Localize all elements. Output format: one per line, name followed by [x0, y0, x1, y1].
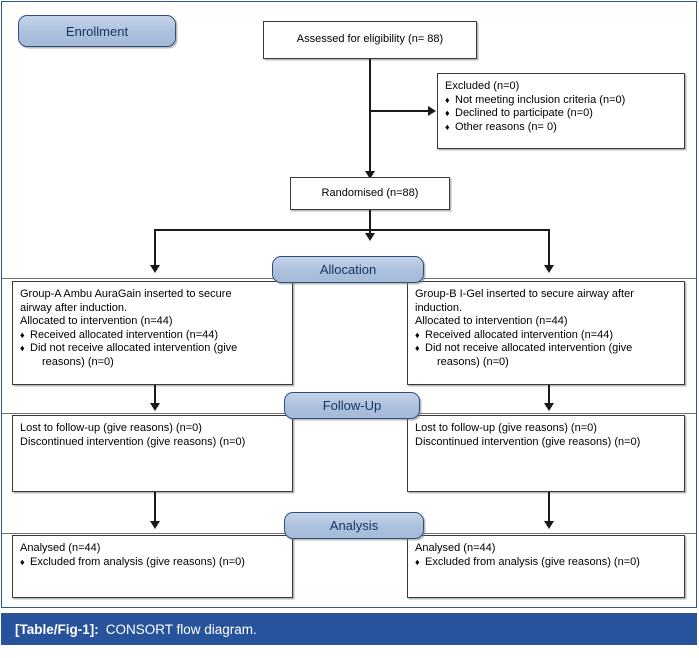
allocation-left-bullet2-b: reasons) (n=0) [42, 355, 114, 368]
allocation-right-line3: Allocated to intervention (n=44) [415, 315, 568, 327]
followup-right-line1: Lost to follow-up (give reasons) (n=0) [415, 422, 597, 434]
arrowhead-allocation-right [544, 265, 554, 273]
stage-tab-followup: Follow-Up [284, 392, 420, 419]
connector-analysis-left [154, 492, 156, 524]
analysis-right-box: Analysed (n=44) ♦ Excluded from analysis … [407, 535, 685, 598]
bullet-icon: ♦ [445, 108, 450, 118]
allocation-right-bullet2-a: Did not receive allocated intervention (… [425, 342, 633, 354]
arrowhead-analysis-right [544, 521, 554, 529]
connector-randomised-down [369, 210, 371, 237]
bullet-icon: ♦ [20, 329, 25, 340]
list-item: ♦ Declined to participate (n=0) [445, 107, 677, 121]
arrowhead-to-excluded [428, 106, 436, 116]
allocation-right-bullet1: Received allocated intervention (n=44) [425, 328, 614, 341]
list-item: ♦ Other reasons (n= 0) [445, 121, 677, 135]
stage-tab-enrollment-label: Enrollment [65, 23, 129, 39]
allocation-left-line2: airway after induction. [20, 301, 127, 314]
arrowhead-randomised-down [365, 233, 375, 241]
connector-assessed-to-randomised [369, 59, 371, 175]
allocation-right-bullet2-b: reasons) (n=0) [437, 355, 509, 368]
connector-analysis-right [548, 492, 550, 524]
stage-tab-allocation-label: Allocation [319, 262, 377, 277]
excluded-reason-list: ♦ Not meeting inclusion criteria (n=0) ♦ D… [445, 94, 677, 135]
bullet-icon: ♦ [445, 94, 450, 105]
list-item: ♦ Excluded from analysis (give reasons) (… [20, 556, 285, 570]
assessed-for-eligibility-box: Assessed for eligibility (n= 88) [263, 21, 477, 59]
excluded-box: Excluded (n=0) ♦ Not meeting inclusion cr… [437, 73, 685, 149]
stage-tab-analysis: Analysis [284, 512, 424, 539]
bullet-icon: ♦ [415, 556, 420, 567]
list-item: ♦ Received allocated intervention (n=44) [20, 329, 285, 343]
stage-tab-followup-label: Follow-Up [322, 398, 382, 413]
connector-to-excluded [370, 110, 430, 112]
followup-right-box: Lost to follow-up (give reasons) (n=0) D… [407, 415, 685, 492]
analysis-left-box: Analysed (n=44) ♦ Excluded from analysis … [12, 535, 293, 598]
allocation-left-list: ♦Received allocated intervention (n=44) … [20, 329, 285, 370]
analysis-left-line1: Analysed (n=44) [20, 542, 101, 554]
excluded-reason-1: Not meeting inclusion criteria (n=0) [455, 93, 626, 106]
followup-left-box: Lost to follow-up (give reasons) (n=0) D… [12, 415, 293, 492]
allocation-left-line1: Group-A Ambu AuraGain inserted to secure [20, 288, 232, 300]
stage-tab-allocation: Allocation [272, 256, 424, 283]
allocation-branch-right [548, 229, 550, 269]
figure-caption-text: CONSORT flow diagram. [105, 621, 257, 637]
excluded-reason-3: Other reasons (n= 0) [455, 120, 557, 133]
randomised-box: Randomised (n=88) [290, 177, 450, 210]
allocation-split-bar [155, 229, 549, 231]
connector-followup-right [548, 385, 550, 407]
allocation-right-box: Group-B I-Gel inserted to secure airway … [407, 281, 685, 385]
excluded-title: Excluded (n=0) [445, 80, 520, 92]
arrowhead-followup-right [544, 403, 554, 411]
followup-right-line2: Discontinued intervention (give reasons)… [415, 435, 641, 448]
figure-caption-bar: [Table/Fig-1]: CONSORT flow diagram. [1, 613, 697, 645]
arrowhead-analysis-left [150, 521, 160, 529]
randomised-text: Randomised (n=88) [321, 186, 419, 199]
list-item: ♦ Received allocated intervention (n=44) [415, 329, 677, 343]
allocation-left-line3: Allocated to intervention (n=44) [20, 315, 173, 327]
allocation-right-list: ♦Received allocated intervention (n=44) … [415, 329, 677, 370]
stage-tab-analysis-label: Analysis [329, 518, 379, 533]
arrowhead-allocation-left [150, 265, 160, 273]
allocation-left-bullet2-a: Did not receive allocated intervention (… [30, 342, 238, 354]
list-item: ♦ Excluded from analysis (give reasons) (… [415, 556, 677, 570]
bullet-icon: ♦ [415, 329, 420, 340]
list-item: ♦ Not meeting inclusion criteria (n=0) [445, 94, 677, 108]
bullet-icon: ♦ [20, 556, 25, 567]
analysis-right-bullet1: Excluded from analysis (give reasons) (n… [425, 555, 640, 568]
allocation-branch-left [154, 229, 156, 269]
assessed-for-eligibility-text: Assessed for eligibility (n= 88) [296, 33, 444, 46]
analysis-left-list: ♦ Excluded from analysis (give reasons) (… [20, 556, 285, 570]
allocation-right-line2: induction. [415, 301, 463, 314]
arrowhead-followup-left [150, 403, 160, 411]
followup-left-line1: Lost to follow-up (give reasons) (n=0) [20, 422, 202, 434]
followup-left-line2: Discontinued intervention (give reasons)… [20, 435, 246, 448]
analysis-right-line1: Analysed (n=44) [415, 542, 496, 554]
connector-followup-left [154, 385, 156, 407]
bullet-icon: ♦ [20, 343, 25, 353]
list-item: ♦ Did not receive allocated intervention … [415, 342, 677, 369]
allocation-left-box: Group-A Ambu AuraGain inserted to secure… [12, 281, 293, 385]
stage-tab-enrollment: Enrollment [18, 15, 176, 47]
arrowhead-assessed-to-randomised [365, 171, 375, 179]
allocation-left-bullet1: Received allocated intervention (n=44) [30, 328, 219, 341]
excluded-reason-2: Declined to participate (n=0) [455, 107, 593, 119]
bullet-icon: ♦ [445, 121, 450, 132]
list-item: ♦ Did not receive allocated intervention … [20, 342, 285, 369]
analysis-left-bullet1: Excluded from analysis (give reasons) (n… [30, 555, 245, 568]
analysis-right-list: ♦ Excluded from analysis (give reasons) (… [415, 556, 677, 570]
bullet-icon: ♦ [415, 343, 420, 353]
allocation-right-line1: Group-B I-Gel inserted to secure airway … [415, 288, 634, 300]
figure-caption-label: [Table/Fig-1]: [15, 621, 99, 637]
